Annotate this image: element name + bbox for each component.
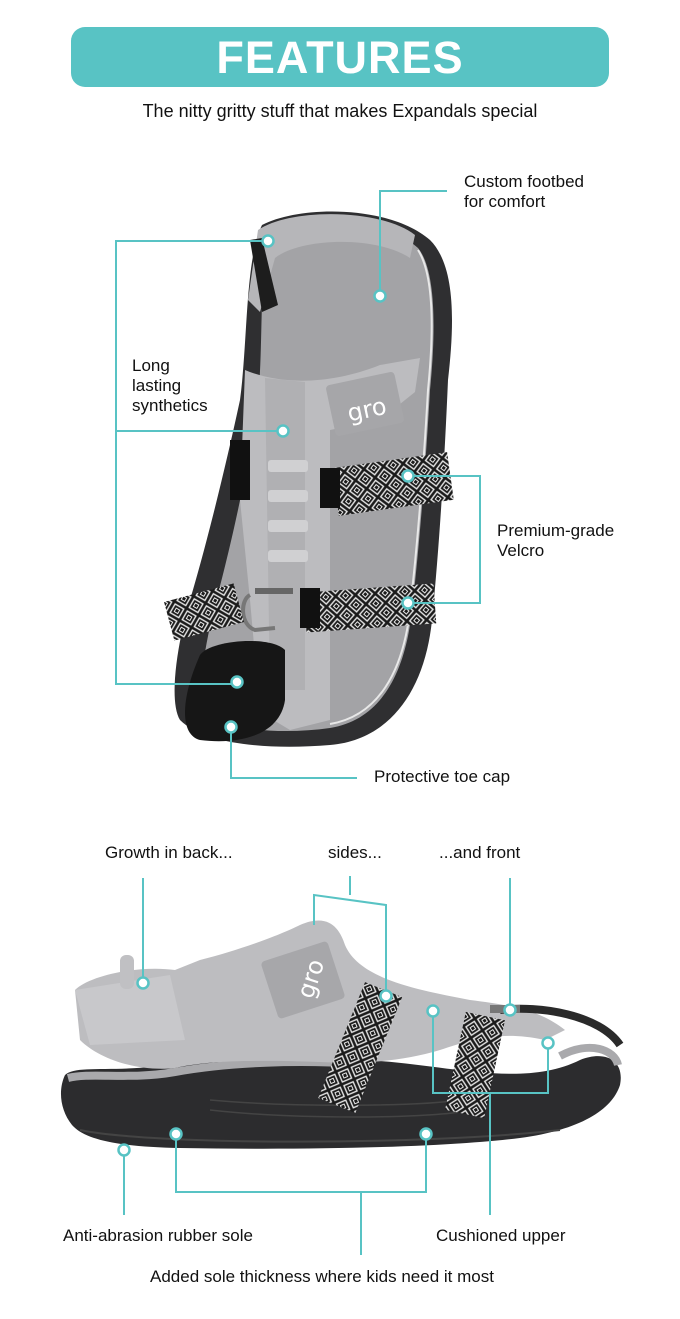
dot-growth-back	[136, 976, 150, 990]
dot-velcro-upper	[401, 469, 415, 483]
sandal-side-view: gro	[60, 920, 624, 1149]
top-view-callout-dots	[224, 234, 415, 734]
label-protective-toe-cap: Protective toe cap	[374, 767, 511, 786]
dot-synthetics	[276, 424, 290, 438]
dot-toe-cap	[224, 720, 238, 734]
page-title: FEATURES	[216, 31, 464, 83]
label-sole-thickness: Added sole thickness where kids need it …	[150, 1267, 494, 1286]
sandal-top-view: gro	[164, 211, 454, 747]
dot-footbed	[373, 289, 387, 303]
page-subtitle: The nitty gritty stuff that makes Expand…	[142, 101, 538, 121]
label-premium-velcro: Premium-grade Velcro	[497, 521, 615, 560]
label-growth-sides: sides...	[328, 843, 382, 862]
dot-upper-1	[426, 1004, 440, 1018]
dot-heel	[261, 234, 275, 248]
top-view-callout-lines	[115, 190, 481, 779]
dot-upper-2	[541, 1036, 555, 1050]
velcro-strap-lower	[300, 583, 437, 633]
dot-thickness-heel	[169, 1127, 183, 1141]
toe-cap	[185, 640, 285, 742]
side-strap-1	[318, 982, 403, 1113]
dot-toe	[230, 675, 244, 689]
logo-badge	[326, 372, 404, 436]
label-cushioned-upper: Cushioned upper	[436, 1226, 566, 1245]
dot-growth-front	[503, 1003, 517, 1017]
label-growth-back: Growth in back...	[105, 843, 233, 862]
label-rubber-sole: Anti-abrasion rubber sole	[63, 1226, 253, 1245]
logo-badge-side	[261, 941, 345, 1019]
dot-velcro-lower	[401, 596, 415, 610]
side-view-callout-dots	[117, 976, 555, 1157]
dot-growth-sides	[379, 989, 393, 1003]
dot-rubber-sole	[117, 1143, 131, 1157]
side-view-callout-lines	[123, 876, 549, 1255]
label-long-lasting-synthetics: Long lasting synthetics	[132, 356, 208, 415]
label-custom-footbed: Custom footbed for comfort	[464, 172, 585, 211]
side-strap-2	[445, 1011, 505, 1119]
features-banner: FEATURES	[71, 27, 609, 87]
dot-thickness-fore	[419, 1127, 433, 1141]
label-growth-front: ...and front	[439, 843, 521, 862]
velcro-strap-upper	[320, 452, 454, 516]
